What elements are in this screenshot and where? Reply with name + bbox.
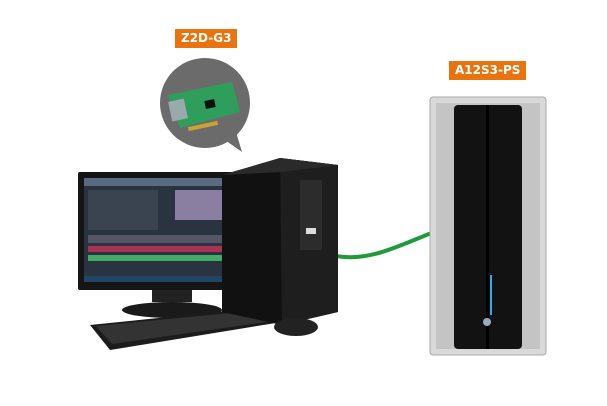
keyboard-image — [90, 308, 282, 350]
pcie-card-image — [168, 82, 240, 132]
pc-tower-image — [222, 158, 338, 325]
card-label: Z2D-G3 — [175, 29, 238, 48]
card-callout-bubble — [160, 58, 250, 152]
connection-cable — [335, 230, 435, 260]
storage-label: A12S3-PS — [449, 61, 527, 80]
mouse-image — [274, 318, 318, 336]
monitor-image — [78, 172, 243, 318]
storage-enclosure-image — [429, 96, 547, 356]
